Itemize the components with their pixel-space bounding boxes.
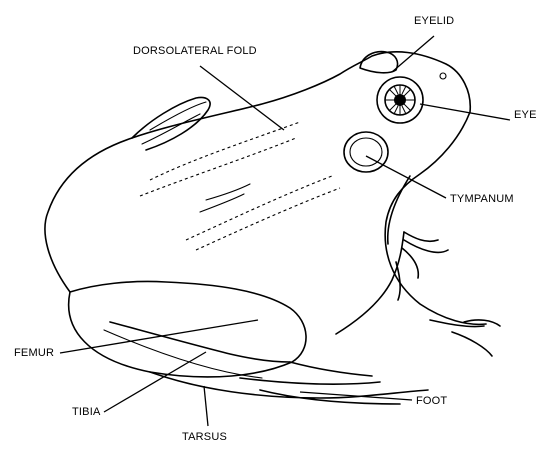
nostril xyxy=(439,72,447,80)
foot-label: FOOT xyxy=(416,395,447,407)
dorsolateral-fold-dash-4 xyxy=(195,187,341,251)
tibia-leader xyxy=(103,351,207,413)
eye-pupil xyxy=(394,94,406,106)
foot-leader xyxy=(299,391,413,401)
leader-lines xyxy=(59,35,511,427)
femur-label: FEMUR xyxy=(14,347,54,359)
eyelid-label: EYELID xyxy=(414,15,454,27)
tibia-label: TIBIA xyxy=(72,406,101,418)
hind-foot-outline xyxy=(149,361,429,405)
tympanum-shape xyxy=(343,131,389,173)
frog-throat-outline xyxy=(386,175,411,245)
labels: EYELID DORSOLATERAL FOLD EYE TYMPANUM FE… xyxy=(14,15,537,443)
tympanum-leader xyxy=(365,155,447,199)
eye-iris-rays xyxy=(385,85,415,115)
shin-outline xyxy=(109,321,291,363)
front-foot-fingers xyxy=(429,319,501,357)
eyelid-leader xyxy=(391,35,435,73)
frog-illustration xyxy=(44,50,501,405)
dorsolateral-fold-label: DORSOLATERAL FOLD xyxy=(133,45,257,57)
front-hand xyxy=(395,231,449,301)
front-arm-outline xyxy=(335,231,405,335)
eye-label: EYE xyxy=(514,109,537,121)
tympanum-inner xyxy=(349,137,383,167)
shin-crease xyxy=(103,329,263,379)
dorsolateral-fold-dash-1 xyxy=(149,121,301,181)
dorsolateral-fold-leader xyxy=(199,65,285,131)
eye-leader xyxy=(419,103,511,121)
eye-outer xyxy=(376,76,424,124)
body-marks xyxy=(199,183,251,213)
upper-arm-lines xyxy=(141,101,207,145)
femur-leader xyxy=(59,319,259,354)
upper-arm-outline xyxy=(131,96,211,151)
tarsus-label: TARSUS xyxy=(182,431,227,443)
thigh-outline xyxy=(67,280,307,378)
tarsus-leader xyxy=(203,385,209,427)
eyelid-shape xyxy=(359,50,399,74)
frog-body-outline xyxy=(44,51,487,326)
tympanum-label: TYMPANUM xyxy=(450,193,514,205)
dorsolateral-fold-dash-2 xyxy=(139,137,297,197)
dorsolateral-fold-dash-3 xyxy=(185,175,333,241)
